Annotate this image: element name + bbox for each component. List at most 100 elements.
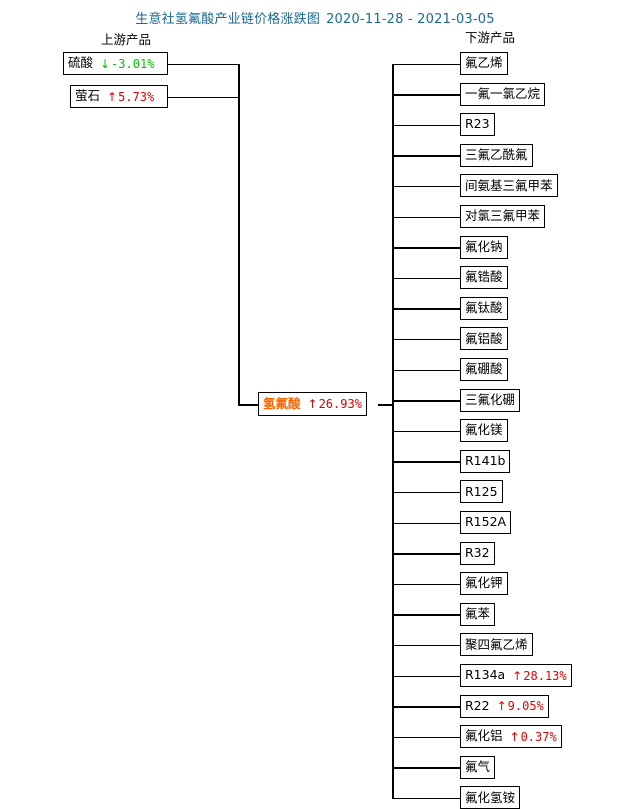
center-node-hydrofluoric-acid[interactable]: 氢氟酸 ↑26.93%	[258, 392, 367, 416]
connector-h	[392, 706, 460, 708]
downstream-node[interactable]: 氟钛酸	[460, 296, 508, 320]
chart-title: 生意社氢氟酸产业链价格涨跌图 2020-11-28 - 2021-03-05	[0, 8, 630, 27]
chart-title-date-range: 2020-11-28 - 2021-03-05	[326, 12, 495, 27]
connector-h	[238, 404, 258, 406]
center-node-label: 氢氟酸	[263, 395, 301, 411]
downstream-node[interactable]: 氟铝酸	[460, 327, 508, 351]
arrow-up-icon: ↑	[307, 397, 318, 411]
downstream-node[interactable]: R22 ↑9.05%	[460, 694, 549, 718]
connector-h	[392, 124, 460, 127]
downstream-node-label: 三氟化硼	[465, 391, 516, 407]
connector-h	[392, 216, 460, 219]
upstream-node[interactable]: 硫酸 ↓-3.01%	[63, 52, 168, 75]
connector-h	[392, 338, 460, 341]
downstream-node-label: 氟硼酸	[465, 361, 503, 377]
downstream-node[interactable]: 间氨基三氟甲苯	[460, 174, 558, 198]
downstream-node-label: 聚四氟乙烯	[465, 636, 528, 652]
downstream-node[interactable]: R134a ↑28.13%	[460, 664, 572, 687]
connector-v	[238, 63, 240, 404]
connector-h	[392, 736, 460, 739]
upstream-node-label: 萤石	[75, 88, 101, 104]
downstream-node-label: 三氟乙酰氟	[465, 147, 528, 163]
downstream-node-label: 氟乙烯	[465, 55, 503, 71]
downstream-node-change: ↑28.13%	[512, 670, 566, 682]
downstream-node-label: R141b	[465, 453, 506, 469]
downstream-node[interactable]: R23	[460, 113, 495, 137]
downstream-node[interactable]: 氟乙烯	[460, 52, 508, 75]
connector-h	[168, 63, 238, 66]
connector-h	[392, 430, 460, 433]
connector-h	[392, 797, 460, 800]
downstream-node[interactable]: 氟化钾	[460, 572, 508, 596]
arrow-up-icon: ↑	[496, 699, 507, 714]
downstream-node[interactable]: 氟化铝 ↑0.37%	[460, 725, 562, 749]
downstream-node-label: 氟锆酸	[465, 269, 503, 285]
downstream-node-label: 氟化钾	[465, 575, 503, 591]
downstream-node[interactable]: 三氟化硼	[460, 388, 521, 412]
downstream-column-header: 下游产品	[465, 30, 516, 45]
upstream-node-pct: 5.73%	[118, 89, 155, 104]
downstream-node[interactable]: R32	[460, 541, 495, 565]
downstream-node-pct: 28.13%	[523, 668, 567, 683]
downstream-node-label: 氟化钠	[465, 238, 503, 254]
downstream-node[interactable]: 一氟一氯乙烷	[460, 82, 546, 106]
connector-h	[392, 155, 460, 157]
downstream-node[interactable]: 三氟乙酰氟	[460, 143, 533, 167]
arrow-up-icon: ↑	[509, 729, 520, 744]
downstream-node[interactable]: 对氯三氟甲苯	[460, 205, 546, 228]
arrow-up-icon: ↑	[512, 668, 523, 683]
downstream-node[interactable]: 氟化氢铵	[460, 786, 521, 809]
downstream-node-label: R22	[465, 697, 490, 713]
downstream-node-label: R23	[465, 116, 490, 132]
upstream-node-change: ↓-3.01%	[100, 58, 154, 70]
downstream-node-label: 氟铝酸	[465, 330, 503, 346]
downstream-node-label: R125	[465, 483, 498, 499]
downstream-node[interactable]: 氟硼酸	[460, 358, 508, 381]
downstream-node[interactable]: 氟锆酸	[460, 266, 508, 290]
downstream-node-pct: 9.05%	[507, 699, 544, 714]
downstream-node[interactable]: 聚四氟乙烯	[460, 633, 533, 657]
chart-title-main: 生意社氢氟酸产业链价格涨跌图	[135, 12, 321, 27]
connector-h	[392, 308, 460, 310]
downstream-node-label: 氟化镁	[465, 422, 503, 438]
upstream-node-change: ↑5.73%	[107, 91, 154, 103]
connector-h	[378, 404, 392, 406]
connector-v	[392, 63, 394, 798]
center-node-change: ↑26.93%	[308, 398, 362, 410]
downstream-node-label: 一氟一氯乙烷	[465, 85, 541, 101]
connector-h	[392, 675, 460, 678]
downstream-node-label: R134a	[465, 667, 506, 683]
downstream-node[interactable]: 氟化钠	[460, 235, 508, 259]
center-node-pct: 26.93%	[318, 397, 362, 411]
downstream-node-label: 氟钛酸	[465, 300, 503, 316]
downstream-node-label: R152A	[465, 514, 507, 530]
connector-h	[392, 614, 460, 616]
connector-h	[392, 644, 460, 647]
downstream-node-label: R32	[465, 544, 490, 560]
downstream-node-label: 氟化氢铵	[465, 789, 516, 805]
downstream-node[interactable]: R141b	[460, 449, 511, 473]
connector-h	[392, 522, 460, 525]
downstream-node[interactable]: 氟化镁	[460, 419, 508, 443]
connector-h	[392, 369, 460, 372]
downstream-node-label: 氟化铝	[465, 728, 503, 744]
upstream-node-pct: -3.01%	[111, 56, 155, 71]
connector-h	[168, 96, 238, 99]
downstream-node[interactable]: 氟气	[460, 755, 496, 779]
downstream-node[interactable]: 氟苯	[460, 602, 496, 626]
upstream-node-label: 硫酸	[68, 55, 94, 71]
downstream-node[interactable]: R152A	[460, 511, 512, 534]
connector-h	[392, 185, 460, 188]
connector-h	[392, 767, 460, 769]
connector-h	[392, 461, 460, 463]
connector-h	[392, 491, 460, 494]
downstream-node-change: ↑9.05%	[497, 700, 544, 712]
upstream-column-header: 上游产品	[101, 32, 152, 47]
connector-h	[392, 277, 460, 280]
connector-h	[392, 63, 460, 66]
downstream-node-change: ↑0.37%	[510, 731, 557, 743]
upstream-node[interactable]: 萤石 ↑5.73%	[70, 85, 168, 108]
downstream-node-label: 对氯三氟甲苯	[465, 208, 541, 224]
arrow-up-icon: ↑	[107, 89, 118, 104]
downstream-node[interactable]: R125	[460, 480, 503, 504]
